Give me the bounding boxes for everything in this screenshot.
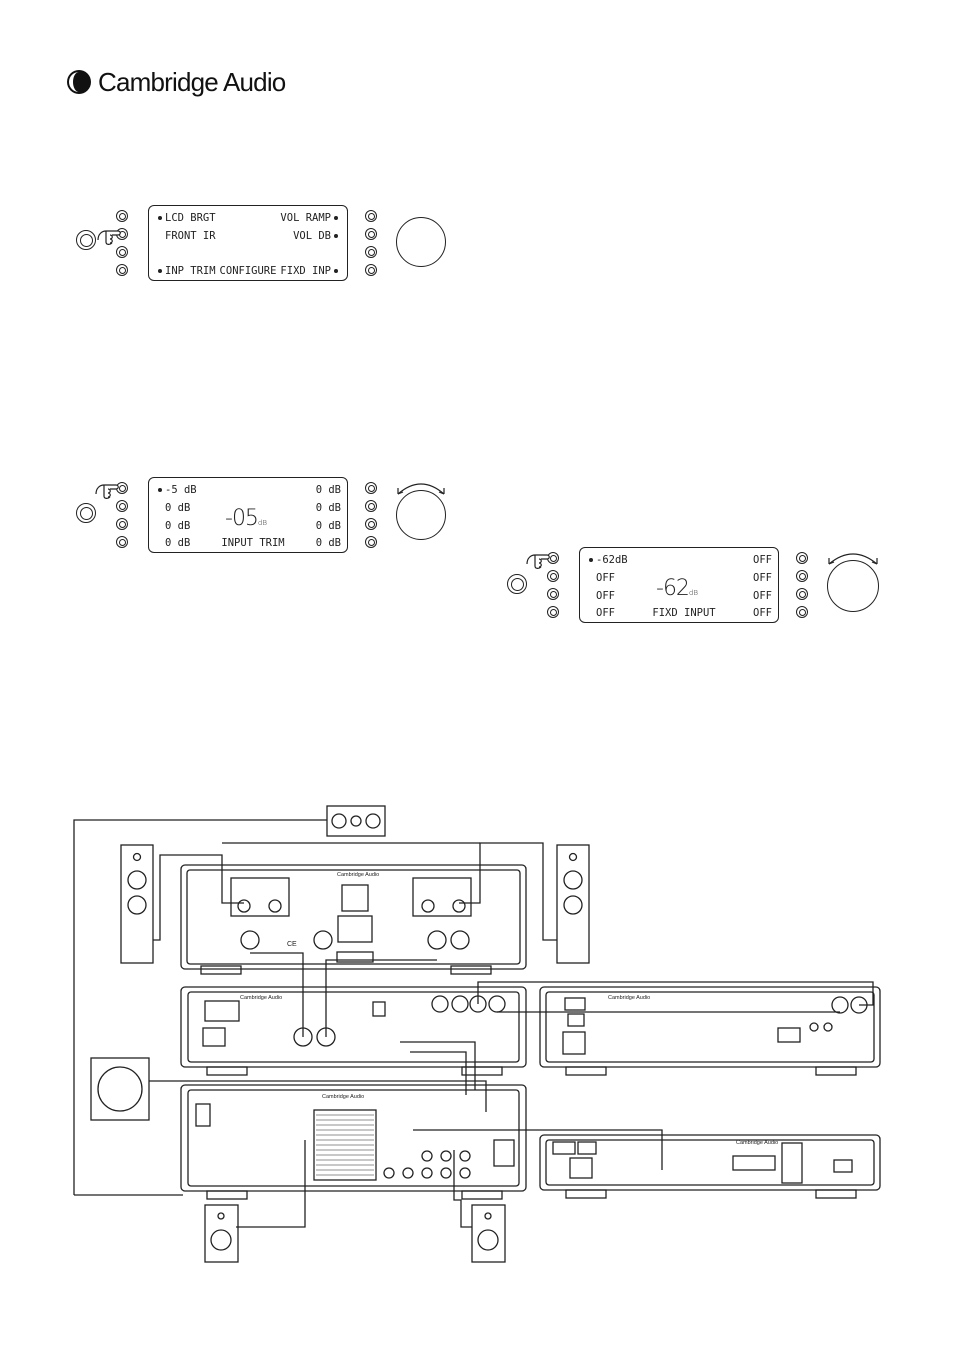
- brand-logo: Cambridge Audio: [66, 62, 285, 102]
- row-indicator-dot: [589, 558, 593, 562]
- big-fixed-readout: -62dB: [656, 576, 698, 601]
- unit-label-source: Cambridge Audio: [608, 995, 650, 1001]
- standby-button[interactable]: [76, 230, 96, 250]
- soft-key-right-2[interactable]: [365, 500, 377, 512]
- soft-key-left-4[interactable]: [116, 264, 128, 276]
- fixed-value-7: OFF: [753, 590, 772, 602]
- centre-speaker-wire: [74, 820, 327, 1195]
- menu-inp-trim: INP TRIM: [165, 265, 216, 277]
- menu-fixd-inp: FIXD INP: [280, 265, 331, 277]
- unit-label-power-amp: Cambridge Audio: [337, 872, 379, 878]
- pointing-hand-icon: [94, 476, 126, 502]
- brand-name: Cambridge Audio: [98, 67, 285, 98]
- balanced-link-wire: [478, 982, 873, 1005]
- big-trim-readout: -05dB: [225, 506, 267, 531]
- soft-key-right-4[interactable]: [365, 264, 377, 276]
- fixed-value-4: OFF: [586, 607, 615, 619]
- rotate-arrows-icon: [392, 478, 450, 498]
- menu-lcd-brgt: LCD BRGT: [165, 212, 216, 224]
- rear-right-wire: [454, 1150, 472, 1227]
- soft-key-right-1[interactable]: [365, 210, 377, 222]
- row-indicator-dot: [334, 269, 338, 273]
- trim-value-1: -5 dB: [165, 484, 197, 496]
- soft-key-right-4[interactable]: [796, 606, 808, 618]
- soft-key-right-1[interactable]: [365, 482, 377, 494]
- menu-vol-db: VOL DB: [293, 230, 331, 242]
- unit-label-receiver: Cambridge Audio: [322, 1094, 364, 1100]
- dvd-player: [540, 1135, 880, 1190]
- volume-knob[interactable]: [396, 217, 446, 267]
- pointing-hand-icon: [525, 546, 557, 572]
- fixed-value-5: OFF: [753, 554, 772, 566]
- row-indicator-dot: [334, 216, 338, 220]
- soft-key-left-3[interactable]: [547, 588, 559, 600]
- centre-speaker: [327, 806, 385, 836]
- fixed-value-1: -62dB: [596, 554, 628, 566]
- pointing-hand-icon: [96, 222, 128, 248]
- trim-value-8: 0 dB: [316, 537, 341, 549]
- soft-key-left-4[interactable]: [116, 536, 128, 548]
- cambridge-audio-logo-icon: [66, 69, 92, 95]
- fixed-value-2: OFF: [586, 572, 615, 584]
- pre-amplifier: [181, 987, 526, 1067]
- row-indicator-dot: [334, 234, 338, 238]
- soft-key-right-2[interactable]: [796, 570, 808, 582]
- menu-title-configure: CONFIGURE: [220, 265, 277, 277]
- standby-button[interactable]: [507, 574, 527, 594]
- power-amplifier: [181, 865, 526, 969]
- trim-value-3: 0 dB: [155, 520, 190, 532]
- soft-key-right-4[interactable]: [365, 536, 377, 548]
- fixed-value-3: OFF: [586, 590, 615, 602]
- soft-key-right-3[interactable]: [796, 588, 808, 600]
- front-left-speaker: [121, 845, 153, 963]
- fixed-value-6: OFF: [753, 572, 772, 584]
- source-player: [540, 987, 880, 1067]
- soft-key-right-3[interactable]: [365, 518, 377, 530]
- ce-mark: CE: [287, 941, 297, 948]
- system-connection-diagram: Cambridge Audio Cambridge Audio Cambridg…: [0, 790, 954, 1270]
- row-indicator-dot: [158, 216, 162, 220]
- trim-value-2: 0 dB: [155, 502, 190, 514]
- trim-value-6: 0 dB: [316, 502, 341, 514]
- menu-front-ir: FRONT IR: [155, 230, 216, 242]
- soft-key-left-1[interactable]: [116, 210, 128, 222]
- trim-value-7: 0 dB: [316, 520, 341, 532]
- lcd-display-configure: LCD BRGT VOL RAMP FRONT IR VOL DB INP TR…: [148, 205, 348, 281]
- row-indicator-dot: [158, 269, 162, 273]
- menu-vol-ramp: VOL RAMP: [280, 212, 331, 224]
- row-indicator-dot: [158, 488, 162, 492]
- unit-label-preamp: Cambridge Audio: [240, 995, 282, 1001]
- front-right-speaker: [557, 845, 589, 963]
- rotate-arrows-icon: [823, 548, 883, 568]
- soft-key-right-2[interactable]: [365, 228, 377, 240]
- soft-key-right-3[interactable]: [365, 246, 377, 258]
- menu-title-input-trim: INPUT TRIM: [221, 537, 284, 549]
- soft-key-left-4[interactable]: [547, 606, 559, 618]
- menu-title-fixd-input: FIXD INPUT: [652, 607, 715, 619]
- standby-button[interactable]: [76, 503, 96, 523]
- trim-value-5: 0 dB: [316, 484, 341, 496]
- rear-left-wire: [236, 1140, 305, 1227]
- lcd-display-fixed-input: -62dB OFF OFF OFF OFF OFF OFF FIXD INPUT…: [579, 547, 779, 623]
- trim-value-4: 0 dB: [155, 537, 190, 549]
- soft-key-left-3[interactable]: [116, 518, 128, 530]
- soft-key-right-1[interactable]: [796, 552, 808, 564]
- lcd-display-input-trim: -5 dB 0 dB 0 dB 0 dB 0 dB 0 dB 0 dB INPU…: [148, 477, 348, 553]
- unit-label-dvd: Cambridge Audio: [736, 1140, 778, 1146]
- fixed-value-8: OFF: [753, 607, 772, 619]
